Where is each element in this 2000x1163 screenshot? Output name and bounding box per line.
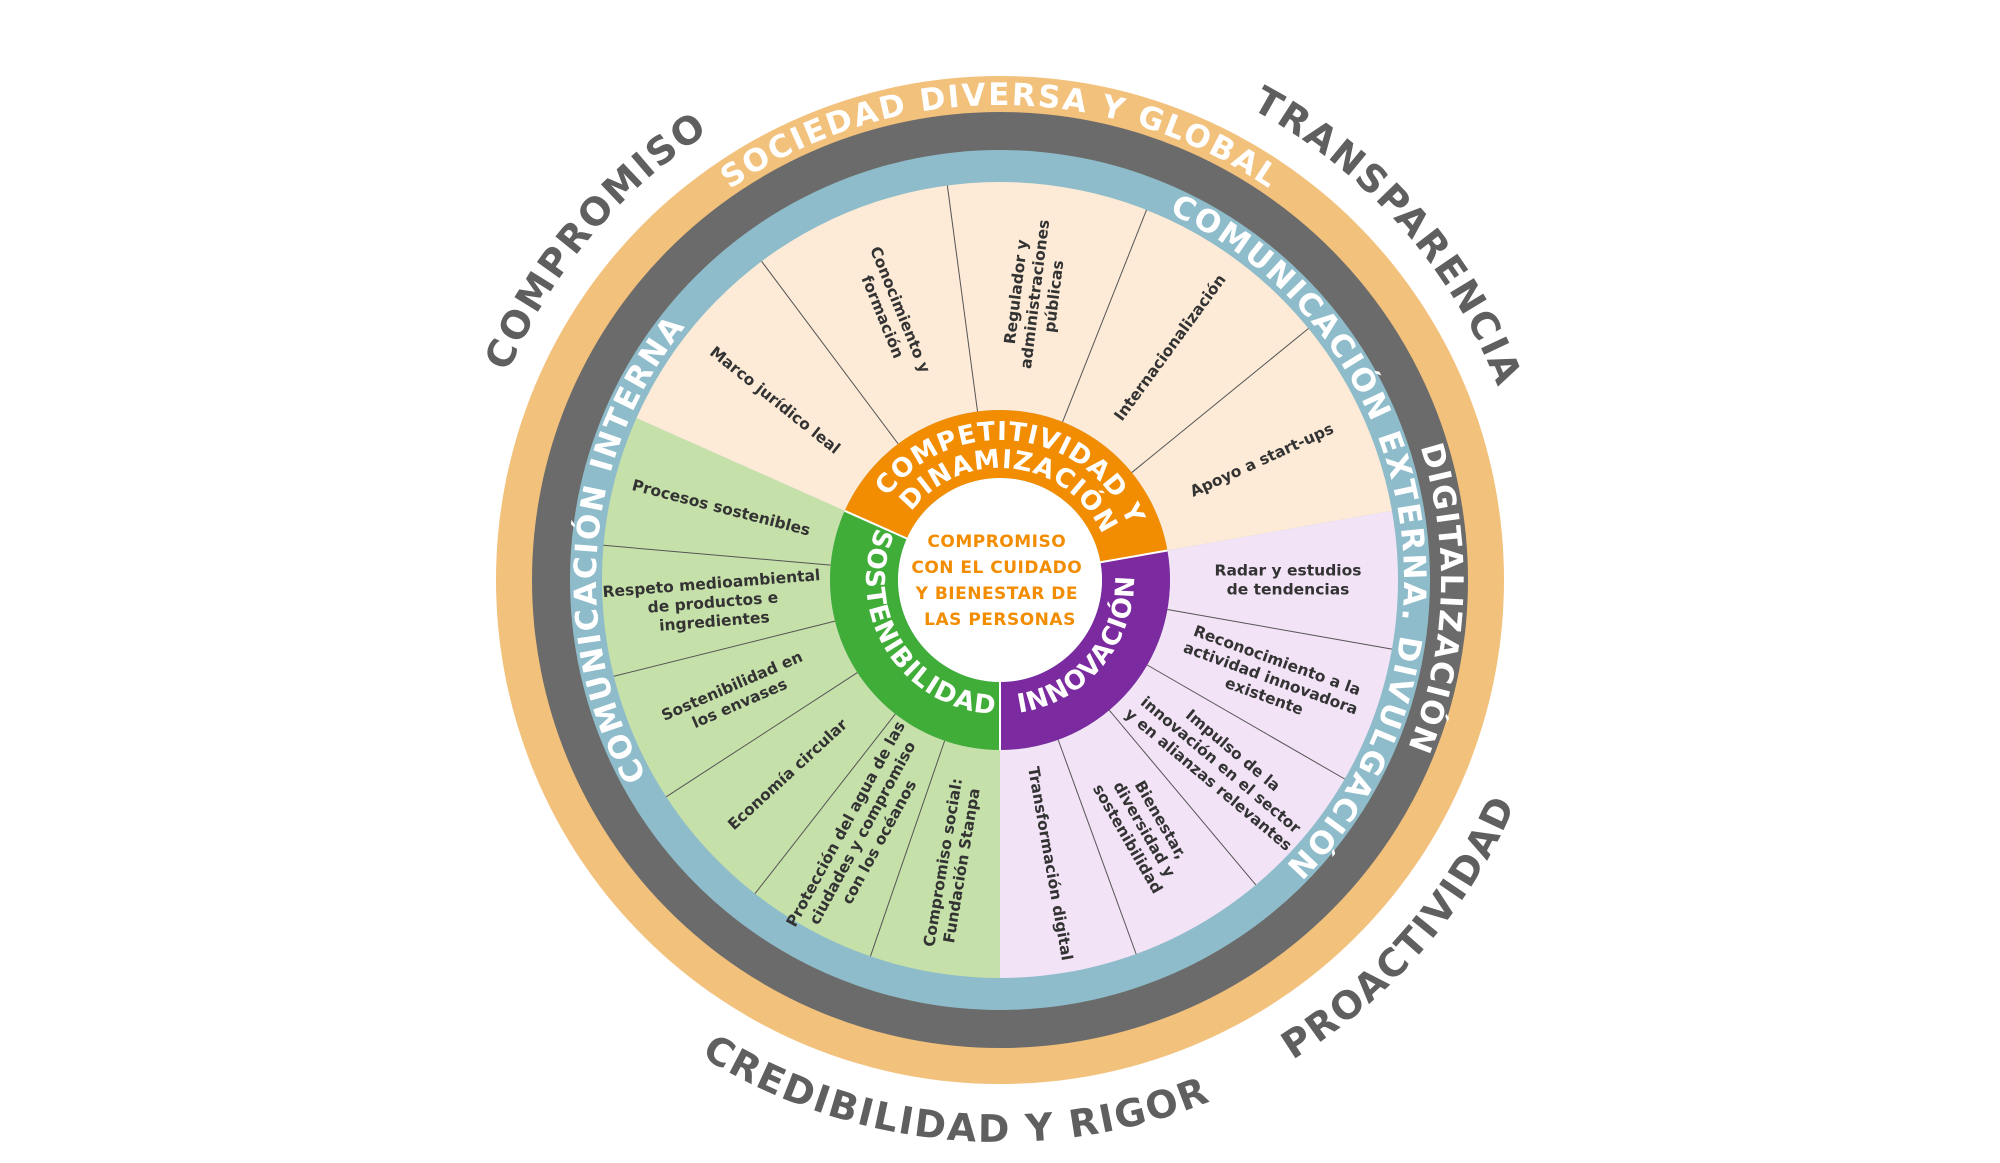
sector-divider [1057, 739, 1137, 955]
sector-divider [754, 713, 896, 894]
pillar-segment-sostenibilidad [830, 510, 1000, 750]
sector-divider [1131, 328, 1309, 473]
pillar-segment-innovacion [1000, 550, 1171, 750]
item-sostenibilidad-0: Compromiso social:Fundación Stanpa [920, 777, 985, 951]
sector-divider [1167, 609, 1393, 650]
sector-divider [603, 544, 831, 566]
center-line-2: CON EL CUIDADO [911, 558, 1082, 578]
sector-divider [1108, 709, 1257, 886]
center-line-4: LAS PERSONAS [924, 610, 1076, 630]
sector-divider [613, 620, 836, 677]
sector-area-sostenibilidad [602, 418, 1000, 978]
sector-divider [1146, 664, 1345, 780]
sector-area-competitividad [636, 182, 1392, 551]
sector-divider [665, 672, 858, 798]
center-circle [898, 478, 1102, 682]
sector-area-innovacion [1000, 510, 1398, 978]
sector-dividers [603, 185, 1393, 957]
item-line: de tendencias [1227, 581, 1350, 599]
sector-divider [869, 740, 946, 957]
center-line-3: Y BIENESTAR DE [915, 584, 1078, 604]
sector-divider [1062, 209, 1147, 423]
item-line: Radar y estudios [1215, 562, 1362, 580]
sector-areas [602, 182, 1398, 978]
pillar-segment-competitividad [844, 409, 1168, 563]
center-line-1: COMPROMISO [927, 532, 1066, 552]
center-statement: COMPROMISO CON EL CUIDADO Y BIENESTAR DE… [911, 532, 1088, 630]
sector-divider [946, 185, 979, 412]
sector-divider [761, 261, 899, 445]
pillar-divider [1100, 549, 1168, 564]
pillar-divider [844, 509, 908, 540]
pillar-ring [830, 409, 1171, 750]
